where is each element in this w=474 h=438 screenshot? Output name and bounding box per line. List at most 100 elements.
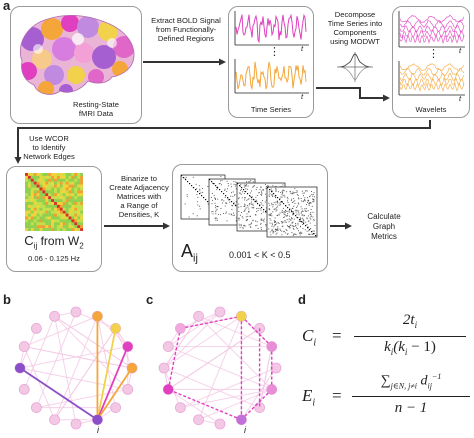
adjacency-dot <box>312 216 314 218</box>
equation-clustering: Ci = 2ti ki(ki − 1) <box>302 312 470 366</box>
adjacency-dot <box>292 214 294 216</box>
matrix-cell <box>62 181 66 185</box>
matrix-cell <box>36 202 40 206</box>
matrix-cell <box>77 207 81 211</box>
adjacency-diagonal <box>193 187 195 189</box>
adjacency-dot <box>311 233 313 235</box>
adjacency-dot <box>248 210 250 212</box>
matrix-cell <box>65 199 69 203</box>
adjacency-diagonal <box>283 203 285 205</box>
adjacency-dot <box>260 222 262 224</box>
matrix-cell <box>74 202 78 206</box>
adjacency-dot <box>238 206 240 208</box>
path-node <box>266 341 277 352</box>
matrix-cell <box>56 175 60 179</box>
adjacency-dot <box>260 201 262 203</box>
adjacency-dot <box>304 229 306 231</box>
adjacency-diagonal <box>181 175 183 177</box>
adjacency-dot <box>242 227 244 229</box>
calc-label: Calculate Graph Metrics <box>367 212 401 241</box>
matrix-cell <box>68 178 72 182</box>
matrix-cell <box>71 193 75 197</box>
adjacency-dot <box>308 233 310 235</box>
matrix-cell <box>80 207 83 211</box>
brain-box: Resting-State fMRI Data <box>10 6 142 124</box>
matrix-cell <box>27 181 31 185</box>
adjacency-dot <box>226 191 228 193</box>
adjacency-dot <box>250 203 252 205</box>
matrix-cell <box>42 219 46 223</box>
adjacency-dot <box>287 202 289 204</box>
adjacency-dot <box>271 204 273 206</box>
adjacency-dot <box>238 219 240 221</box>
path-node <box>266 384 277 395</box>
matrix-cell <box>62 202 66 206</box>
adjacency-dot <box>253 186 255 188</box>
network-node <box>158 362 170 374</box>
adjacency-dot <box>305 211 307 213</box>
matrix-cell <box>48 210 52 214</box>
background-edge <box>180 367 277 409</box>
adjacency-diagonal <box>267 187 269 189</box>
adjacency-dot <box>257 210 259 212</box>
matrix-cell <box>59 204 63 208</box>
adjacency-dot <box>306 204 308 206</box>
adjacency-dot <box>275 229 277 231</box>
adjacency-dot <box>303 195 305 197</box>
adjacency-dot <box>301 210 303 212</box>
matrix-cell <box>39 228 43 231</box>
adjacency-dot <box>224 205 226 207</box>
matrix-cell <box>36 190 40 194</box>
adjacency-dot <box>261 203 263 205</box>
adjacency-dot <box>288 225 290 227</box>
matrix-cell <box>48 213 52 217</box>
neighbor-edge <box>96 328 117 420</box>
matrix-cell <box>42 204 46 208</box>
adjacency-dot <box>196 193 198 195</box>
matrix-cell <box>51 175 55 179</box>
adjacency-diagonal <box>223 193 225 195</box>
adjacency-dot <box>211 211 213 213</box>
adjacency-dot <box>243 190 245 192</box>
adjacency-dot <box>186 194 188 196</box>
adjacency-dot <box>307 199 309 201</box>
matrix-cell <box>33 184 37 188</box>
adjacency-dot <box>263 219 265 221</box>
matrix-cell <box>80 175 83 179</box>
matrix-cell <box>59 225 63 229</box>
neighbor-node <box>15 363 25 373</box>
adjacency-diagonal <box>245 191 247 193</box>
adjacency-dot <box>281 222 283 224</box>
matrix-cell <box>48 190 52 194</box>
adjacency-dot <box>259 188 261 190</box>
adjacency-dot <box>306 224 308 226</box>
adjacency-dot <box>255 199 257 201</box>
adjacency-dot <box>302 210 304 212</box>
matrix-cell <box>36 181 40 185</box>
adjacency-dot <box>294 209 296 211</box>
adjacency-dot <box>273 231 275 233</box>
adjacency-dot <box>312 198 314 200</box>
adjacency-diagonal <box>263 209 265 211</box>
matrix-cell <box>36 225 40 229</box>
adjacency-dot <box>238 217 240 219</box>
adjacency-dot <box>303 192 305 194</box>
adjacency-dot <box>311 194 313 196</box>
adjacency-dot <box>287 226 289 228</box>
adjacency-dot <box>299 234 301 236</box>
background-edge <box>163 367 260 409</box>
matrix-cell <box>80 199 83 203</box>
matrix-cell <box>39 199 43 203</box>
matrix-cell <box>45 187 49 191</box>
adjacency-dot <box>257 227 259 229</box>
adjacency-dot <box>271 224 273 226</box>
matrix-cell <box>80 216 83 220</box>
matrix-cell <box>27 178 31 182</box>
brain-parcels <box>20 15 135 95</box>
node-i-label-c: i <box>244 425 247 435</box>
matrix-cell <box>33 175 37 179</box>
adjacency-dot <box>295 192 297 194</box>
matrix-cell <box>27 228 31 231</box>
network-node <box>49 414 60 426</box>
adjacency-dot <box>277 201 279 203</box>
